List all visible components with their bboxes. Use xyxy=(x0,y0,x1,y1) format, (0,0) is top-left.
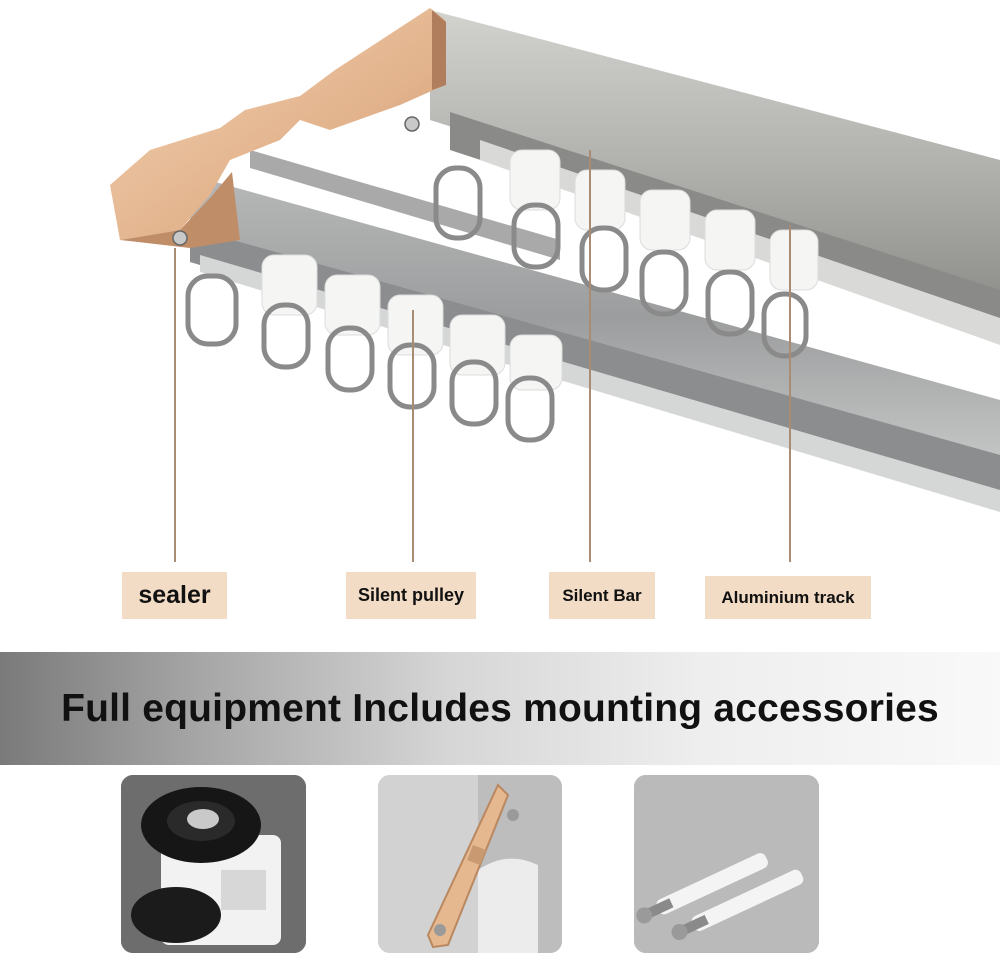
label-sealer: sealer xyxy=(122,572,227,619)
label-silent-bar: Silent Bar xyxy=(549,572,655,619)
callout-lines xyxy=(174,150,791,562)
accessory-gold-bracket xyxy=(378,775,562,953)
upper-silent-pulleys xyxy=(509,149,819,291)
lower-silent-pulleys xyxy=(261,254,563,391)
gold-end-cap xyxy=(110,8,446,248)
label-silent-pulley: Silent pulley xyxy=(346,572,476,619)
gold-bracket-icon xyxy=(378,775,562,953)
screw-anchor-icon xyxy=(634,775,819,953)
curtain-track-illustration xyxy=(110,8,1000,562)
banner-heading: Full equipment Includes mounting accesso… xyxy=(61,686,939,730)
accessory-screw-anchors xyxy=(634,775,819,953)
accessories-banner: Full equipment Includes mounting accesso… xyxy=(0,652,1000,765)
curtain-rings xyxy=(185,165,809,443)
label-aluminium-track: Aluminium track xyxy=(705,576,871,619)
accessory-end-stopper xyxy=(121,775,306,953)
end-stopper-icon xyxy=(121,775,306,953)
